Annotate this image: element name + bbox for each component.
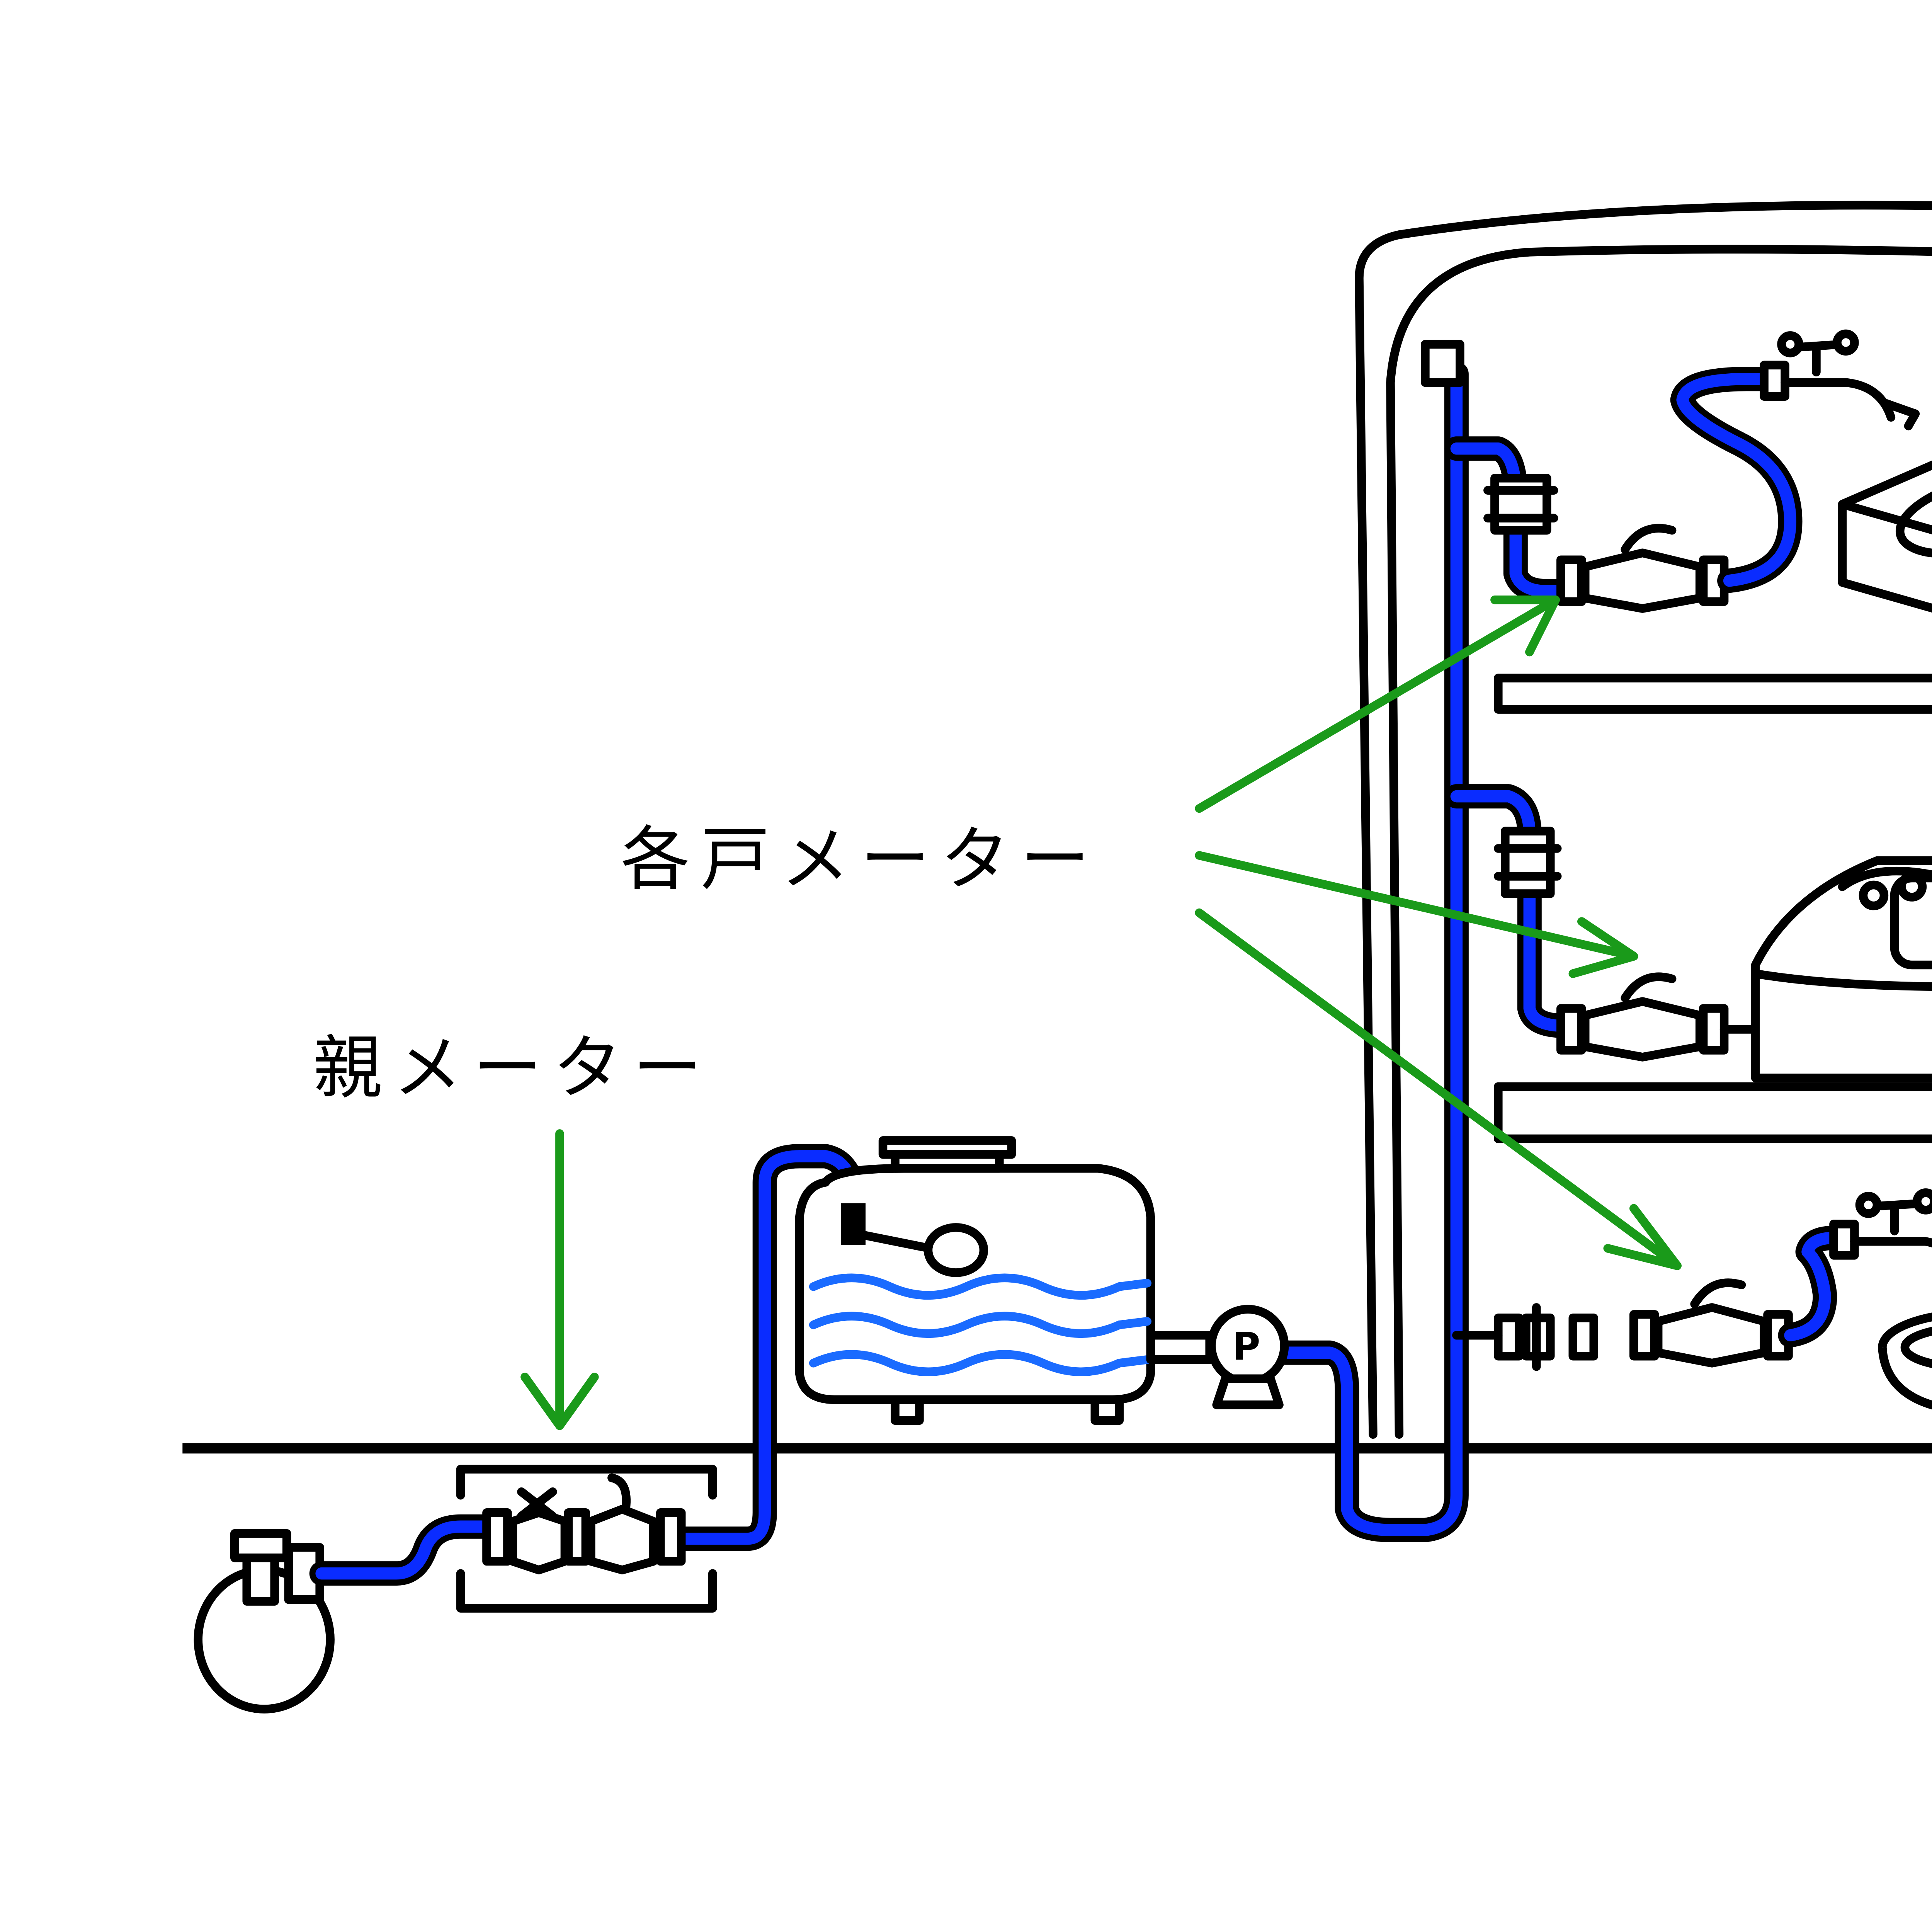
- receiving-tank: [795, 1136, 1155, 1425]
- arrow-to-floor-2-meter: [1195, 851, 1638, 978]
- washbasin: [1878, 1312, 1932, 1410]
- unit-meter-floor-1: [1452, 1225, 1846, 1371]
- floor-slab-2: [1494, 1082, 1932, 1143]
- kitchen-faucet: [1760, 329, 1920, 431]
- unit-meter-arrows: [1195, 595, 1682, 1270]
- kitchen-sink: [1838, 460, 1932, 613]
- water-main: [194, 1529, 335, 1714]
- unit-meters-label: 各戸メーター: [621, 819, 1100, 900]
- unit-meter-floor-2: [1444, 784, 1760, 1062]
- unit-meter-floor-3: [1444, 367, 1803, 613]
- parent-meter: [482, 1473, 686, 1574]
- pump-label: P: [1232, 1324, 1260, 1369]
- building: [1355, 201, 1932, 1439]
- water-waves: [809, 1273, 1151, 1376]
- arrow-to-floor-3-meter: [1195, 595, 1560, 813]
- parent-meter-box: [456, 1465, 717, 1613]
- arrow-to-parent-meter: [520, 1129, 599, 1430]
- washbasin-faucet: [1829, 1188, 1932, 1260]
- riser-cap: [1421, 340, 1464, 387]
- parent-meter-label: 親メーター: [313, 1028, 713, 1108]
- pump: P: [1146, 1305, 1289, 1409]
- bathtub: [1751, 856, 1932, 1082]
- ball-tap: [841, 1203, 988, 1277]
- arrow-to-floor-1-meter: [1195, 908, 1682, 1270]
